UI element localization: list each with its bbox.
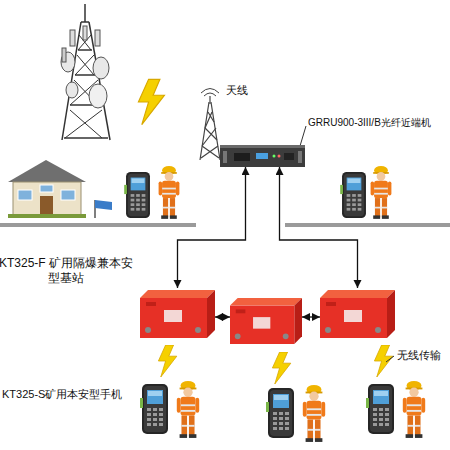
wireless-bolt: [374, 345, 392, 377]
base-station: [230, 296, 302, 344]
wireless-bolt: [158, 345, 176, 377]
cell-tower: [62, 4, 110, 140]
worker: [303, 385, 325, 442]
tower-antennas: [61, 26, 109, 108]
leader-line: [300, 126, 306, 146]
node-outline: [320, 288, 395, 338]
phone: [366, 384, 394, 434]
flag: [95, 200, 112, 218]
worker: [159, 166, 180, 219]
connector: [178, 167, 246, 288]
base-station: [320, 288, 395, 338]
node-outline: [230, 296, 302, 344]
base-station: KT325-F 矿用隔爆兼本安型基站: [140, 288, 215, 338]
worker: [177, 381, 199, 438]
worker: [371, 166, 392, 219]
leader-line: [386, 356, 394, 362]
antenna-tower: [200, 89, 220, 161]
node-outline: [140, 288, 215, 338]
connector: [302, 316, 320, 317]
node-label: GRRU900-3III/B光纤近端机: [308, 117, 431, 130]
phone: [340, 172, 366, 218]
repeater-unit: GRRU900-3III/B光纤近端机: [220, 145, 305, 167]
worker: [403, 381, 425, 438]
phone: [266, 388, 294, 438]
node-outline: [220, 145, 305, 167]
wireless-bolt: [138, 79, 164, 124]
phone: [140, 384, 168, 434]
text-label: 无线传输: [397, 349, 441, 362]
phone: [124, 172, 150, 218]
text-label: KT325-S矿用本安型手机: [2, 388, 138, 401]
connector: [280, 167, 358, 288]
house: [8, 160, 86, 218]
node-label: KT325-F 矿用隔爆兼本安型基站: [0, 256, 134, 286]
text-label: 天线: [226, 84, 248, 97]
connector: [215, 316, 230, 317]
wireless-bolt: [272, 352, 290, 384]
ground-line: [0, 223, 450, 227]
